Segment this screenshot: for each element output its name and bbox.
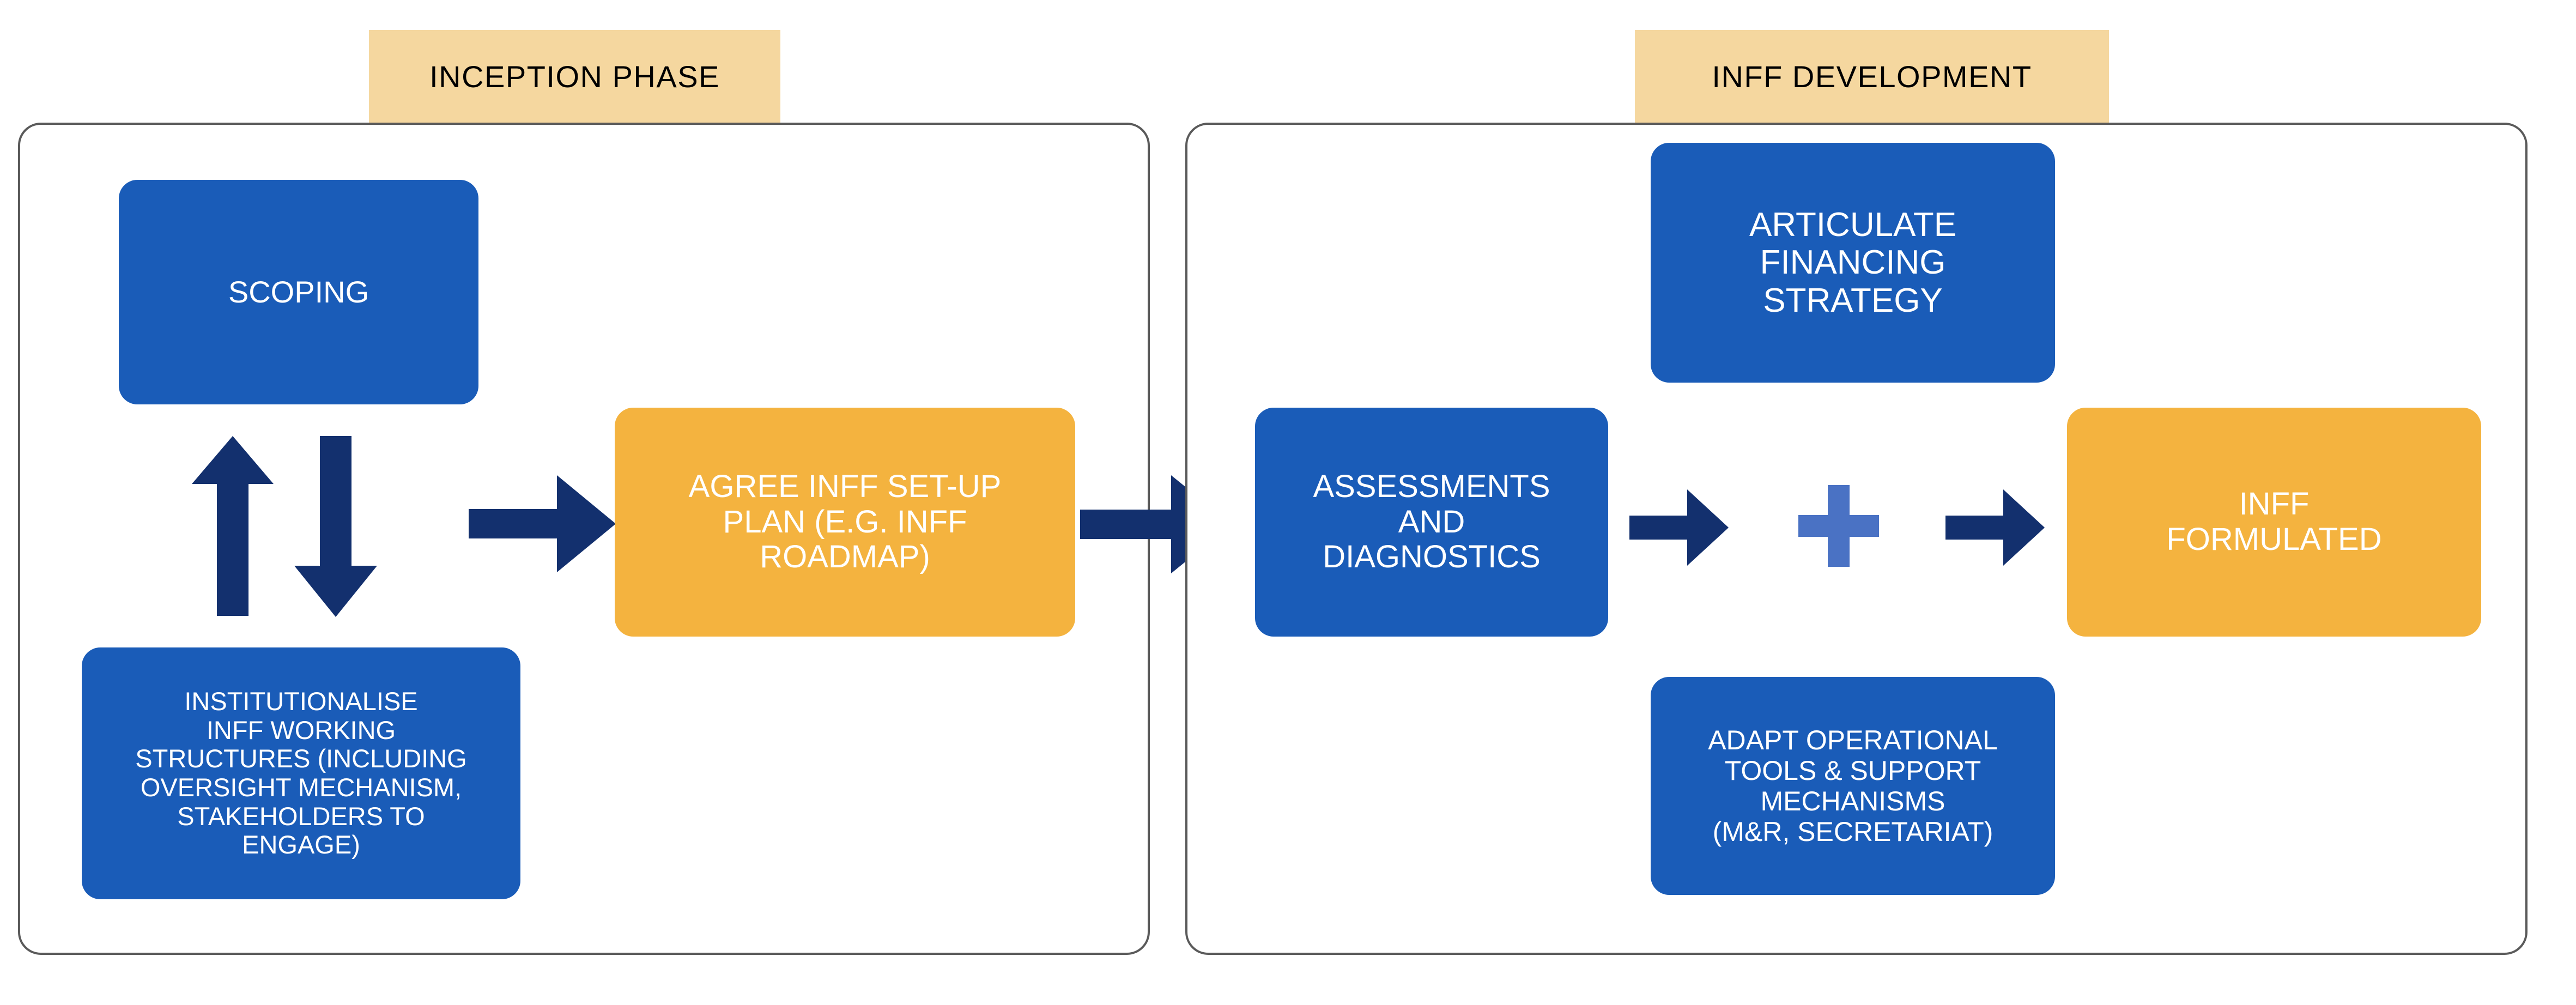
node-agree-setup-plan-label: AGREE INFF SET-UP PLAN (E.G. INFF ROADMA…	[688, 468, 1002, 575]
node-articulate-financing-strategy[interactable]: ARTICULATE FINANCING STRATEGY	[1651, 143, 2055, 383]
node-adapt-operational-tools-label: ADAPT OPERATIONAL TOOLS & SUPPORT MECHAN…	[1708, 725, 1998, 847]
arrow-right-icon-plus-to-inff-formulated	[1945, 489, 2045, 566]
node-institutionalise[interactable]: INSTITUTIONALISE INFF WORKING STRUCTURES…	[82, 647, 520, 899]
node-agree-setup-plan[interactable]: AGREE INFF SET-UP PLAN (E.G. INFF ROADMA…	[615, 408, 1075, 637]
phase-label-inception: INCEPTION PHASE	[369, 30, 780, 123]
phase-label-inception-text: INCEPTION PHASE	[429, 59, 720, 94]
node-scoping-label: SCOPING	[228, 274, 369, 309]
phase-label-inff-development-text: INFF DEVELOPMENT	[1712, 59, 2032, 94]
node-inff-formulated-label: INFF FORMULATED	[2166, 486, 2382, 557]
node-assessments-and-diagnostics[interactable]: ASSESSMENTS AND DIAGNOSTICS	[1255, 408, 1608, 637]
arrow-right-icon-to-setup-plan	[469, 475, 616, 572]
phase-label-inff-development: INFF DEVELOPMENT	[1635, 30, 2109, 123]
node-scoping[interactable]: SCOPING	[119, 180, 478, 404]
arrow-right-icon-assessments-to-plus	[1629, 489, 1729, 566]
plus-icon	[1798, 485, 1879, 567]
arrow-up-icon	[192, 436, 274, 616]
node-assessments-and-diagnostics-label: ASSESSMENTS AND DIAGNOSTICS	[1313, 468, 1550, 575]
node-adapt-operational-tools[interactable]: ADAPT OPERATIONAL TOOLS & SUPPORT MECHAN…	[1651, 677, 2055, 895]
node-institutionalise-label: INSTITUTIONALISE INFF WORKING STRUCTURES…	[135, 687, 467, 859]
node-articulate-financing-strategy-label: ARTICULATE FINANCING STRATEGY	[1749, 205, 1957, 319]
node-inff-formulated[interactable]: INFF FORMULATED	[2067, 408, 2481, 637]
arrow-down-icon	[294, 436, 377, 617]
